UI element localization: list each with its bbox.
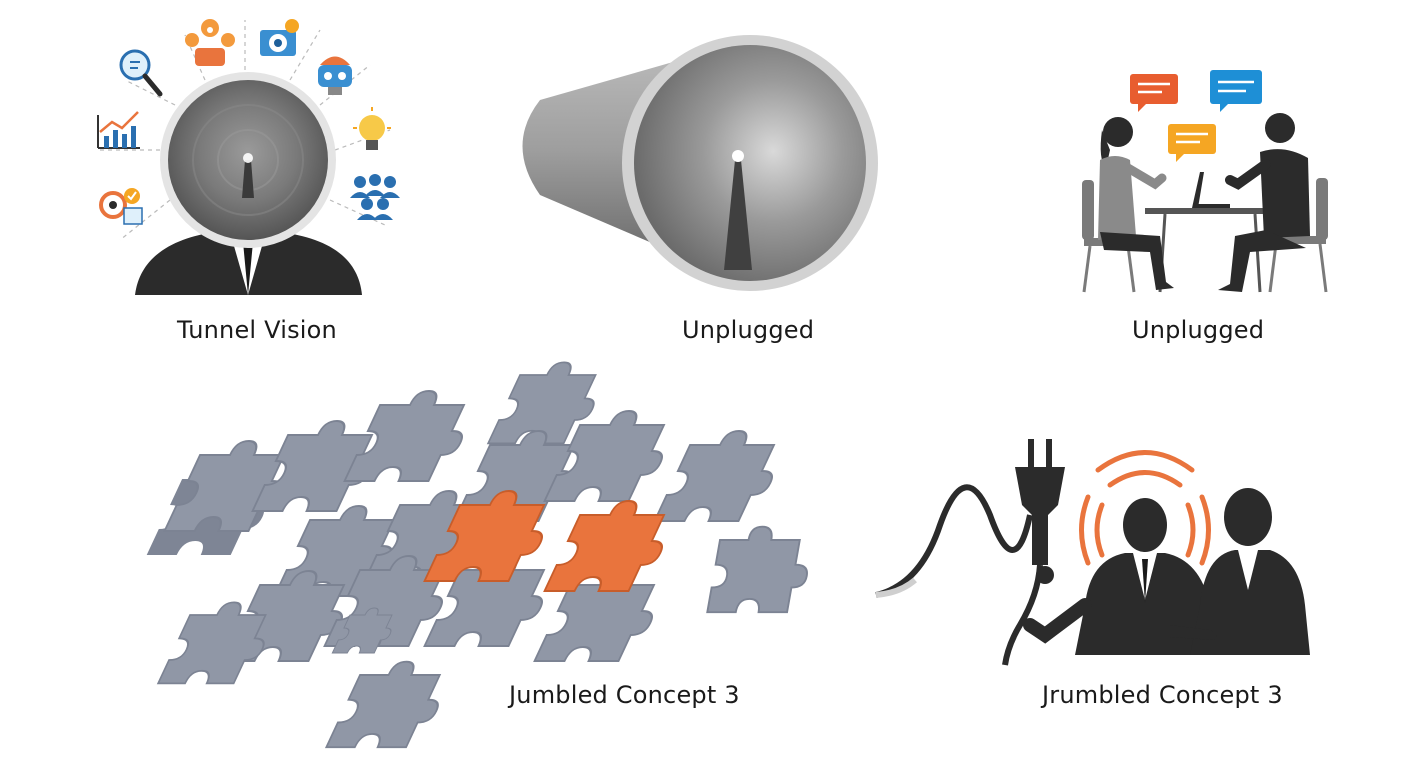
unplugged-tube-panel: Unplugged — [500, 30, 900, 350]
plug-illustration — [875, 439, 1310, 666]
caption-tunnel-vision: Tunnel Vision — [177, 316, 337, 344]
eye-dial-icon — [260, 19, 299, 56]
caption-jumbled-concept: Jumbled Concept 3 — [509, 681, 740, 709]
plug-conversation-panel: Jrumbled Concept 3 — [870, 425, 1330, 755]
magnifier-icon — [119, 49, 163, 97]
target-check-icon — [99, 188, 143, 225]
robot-icon — [318, 56, 352, 95]
speech-bubble-yellow — [1168, 124, 1216, 162]
tunnel-vision-illustration — [97, 19, 400, 295]
caption-unplugged-meeting: Unplugged — [1132, 316, 1265, 344]
signal-arcs — [1079, 450, 1211, 566]
speech-bubble-blue — [1210, 70, 1262, 112]
unplugged-meeting-panel: Unplugged — [1070, 60, 1350, 350]
audience-icon — [350, 174, 400, 220]
caption-unplugged-tube: Unplugged — [682, 316, 815, 344]
growth-chart-icon — [97, 111, 140, 149]
people-alert-icon — [185, 19, 235, 66]
speech-bubble-orange — [1130, 74, 1178, 112]
caption-jrumbled-concept: Jrumbled Concept 3 — [1042, 681, 1283, 709]
tunnel-vision-panel: Tunnel Vision — [80, 10, 440, 344]
meeting-illustration — [1082, 70, 1328, 293]
tube-illustration — [522, 35, 878, 291]
lightbulb-icon — [353, 107, 391, 150]
jumbled-puzzle-panel: Jumbled Concept 3 — [146, 355, 840, 755]
